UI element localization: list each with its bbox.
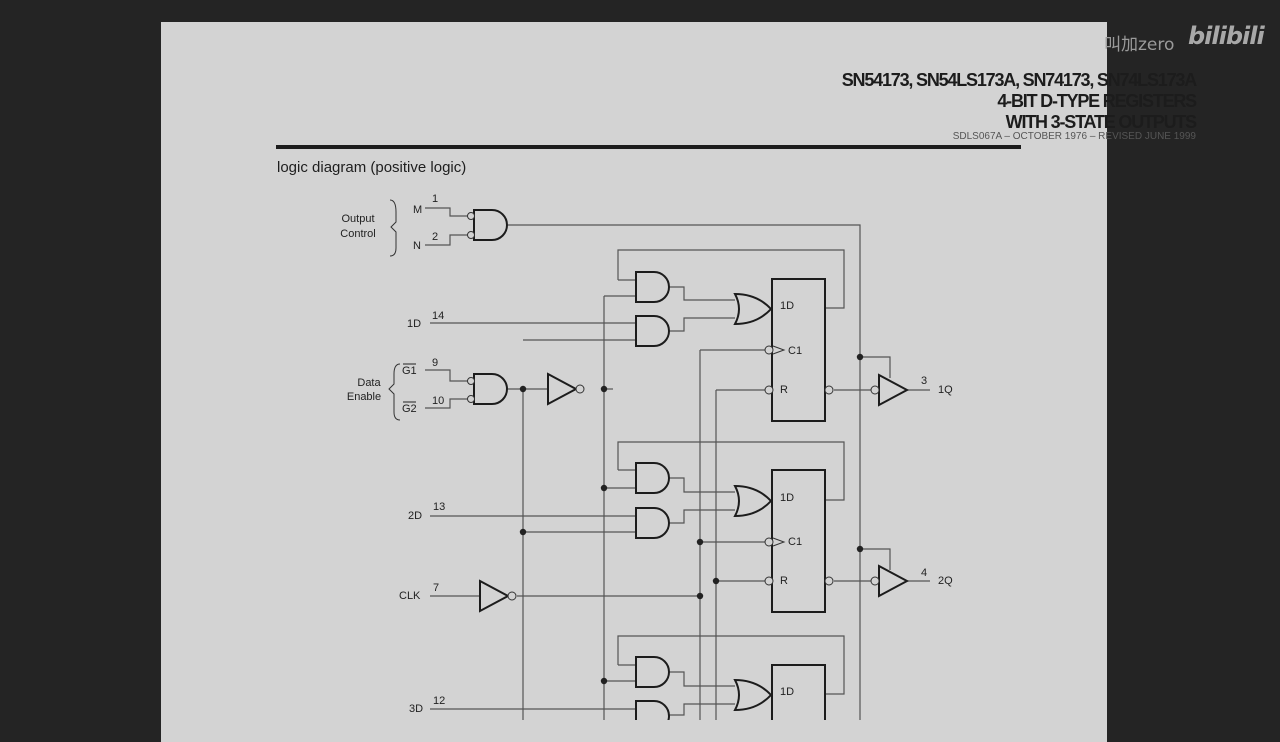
svg-text:Output: Output bbox=[341, 213, 374, 225]
part-numbers: SN54173, SN54LS173A, SN74173, SN74LS173A bbox=[841, 70, 1197, 90]
svg-text:1D: 1D bbox=[407, 318, 421, 330]
svg-text:3: 3 bbox=[921, 375, 927, 387]
logic-diagram: Output Control Data Enable M 1 N 2 G1 9 … bbox=[340, 193, 953, 720]
svg-text:G1: G1 bbox=[402, 365, 417, 377]
svg-text:2Q: 2Q bbox=[938, 575, 953, 587]
svg-text:1Q: 1Q bbox=[938, 384, 953, 396]
gates bbox=[473, 209, 908, 720]
svg-text:C1: C1 bbox=[788, 536, 802, 548]
datasheet-page bbox=[161, 22, 1107, 742]
svg-text:1D: 1D bbox=[780, 300, 794, 312]
svg-text:1: 1 bbox=[432, 193, 438, 205]
svg-text:2D: 2D bbox=[408, 510, 422, 522]
svg-text:13: 13 bbox=[433, 501, 445, 513]
svg-text:1D: 1D bbox=[780, 492, 794, 504]
wires bbox=[425, 207, 930, 720]
svg-text:3D: 3D bbox=[409, 703, 423, 715]
svg-text:R: R bbox=[780, 575, 788, 587]
watermark-user: 叫加zero bbox=[1104, 35, 1175, 55]
header-rule bbox=[276, 145, 1021, 149]
svg-text:M: M bbox=[413, 204, 422, 216]
svg-text:12: 12 bbox=[433, 695, 445, 707]
svg-text:Enable: Enable bbox=[347, 391, 381, 403]
svg-text:G2: G2 bbox=[402, 403, 417, 415]
title-line-1: 4-BIT D-TYPE REGISTERS bbox=[997, 91, 1197, 111]
section-title: logic diagram (positive logic) bbox=[277, 159, 467, 176]
svg-text:Data: Data bbox=[357, 377, 381, 389]
svg-text:4: 4 bbox=[921, 567, 927, 579]
svg-text:2: 2 bbox=[432, 231, 438, 243]
svg-text:N: N bbox=[413, 240, 421, 252]
svg-text:14: 14 bbox=[432, 310, 444, 322]
diagram-labels: Output Control Data Enable M 1 N 2 G1 9 … bbox=[340, 193, 953, 715]
svg-text:C1: C1 bbox=[788, 345, 802, 357]
svg-text:1D: 1D bbox=[780, 686, 794, 698]
svg-text:Control: Control bbox=[340, 228, 375, 240]
svg-text:R: R bbox=[780, 384, 788, 396]
svg-text:7: 7 bbox=[433, 582, 439, 594]
document-reference: SDLS067A – OCTOBER 1976 – REVISED JUNE 1… bbox=[952, 131, 1196, 142]
title-line-2: WITH 3-STATE OUTPUTS bbox=[1005, 112, 1198, 132]
inversion-bubbles bbox=[467, 212, 880, 601]
svg-text:10: 10 bbox=[432, 395, 444, 407]
svg-text:CLK: CLK bbox=[399, 590, 421, 602]
svg-text:9: 9 bbox=[432, 357, 438, 369]
bilibili-logo: bilibili bbox=[1188, 22, 1265, 50]
junction-dots bbox=[519, 353, 864, 685]
